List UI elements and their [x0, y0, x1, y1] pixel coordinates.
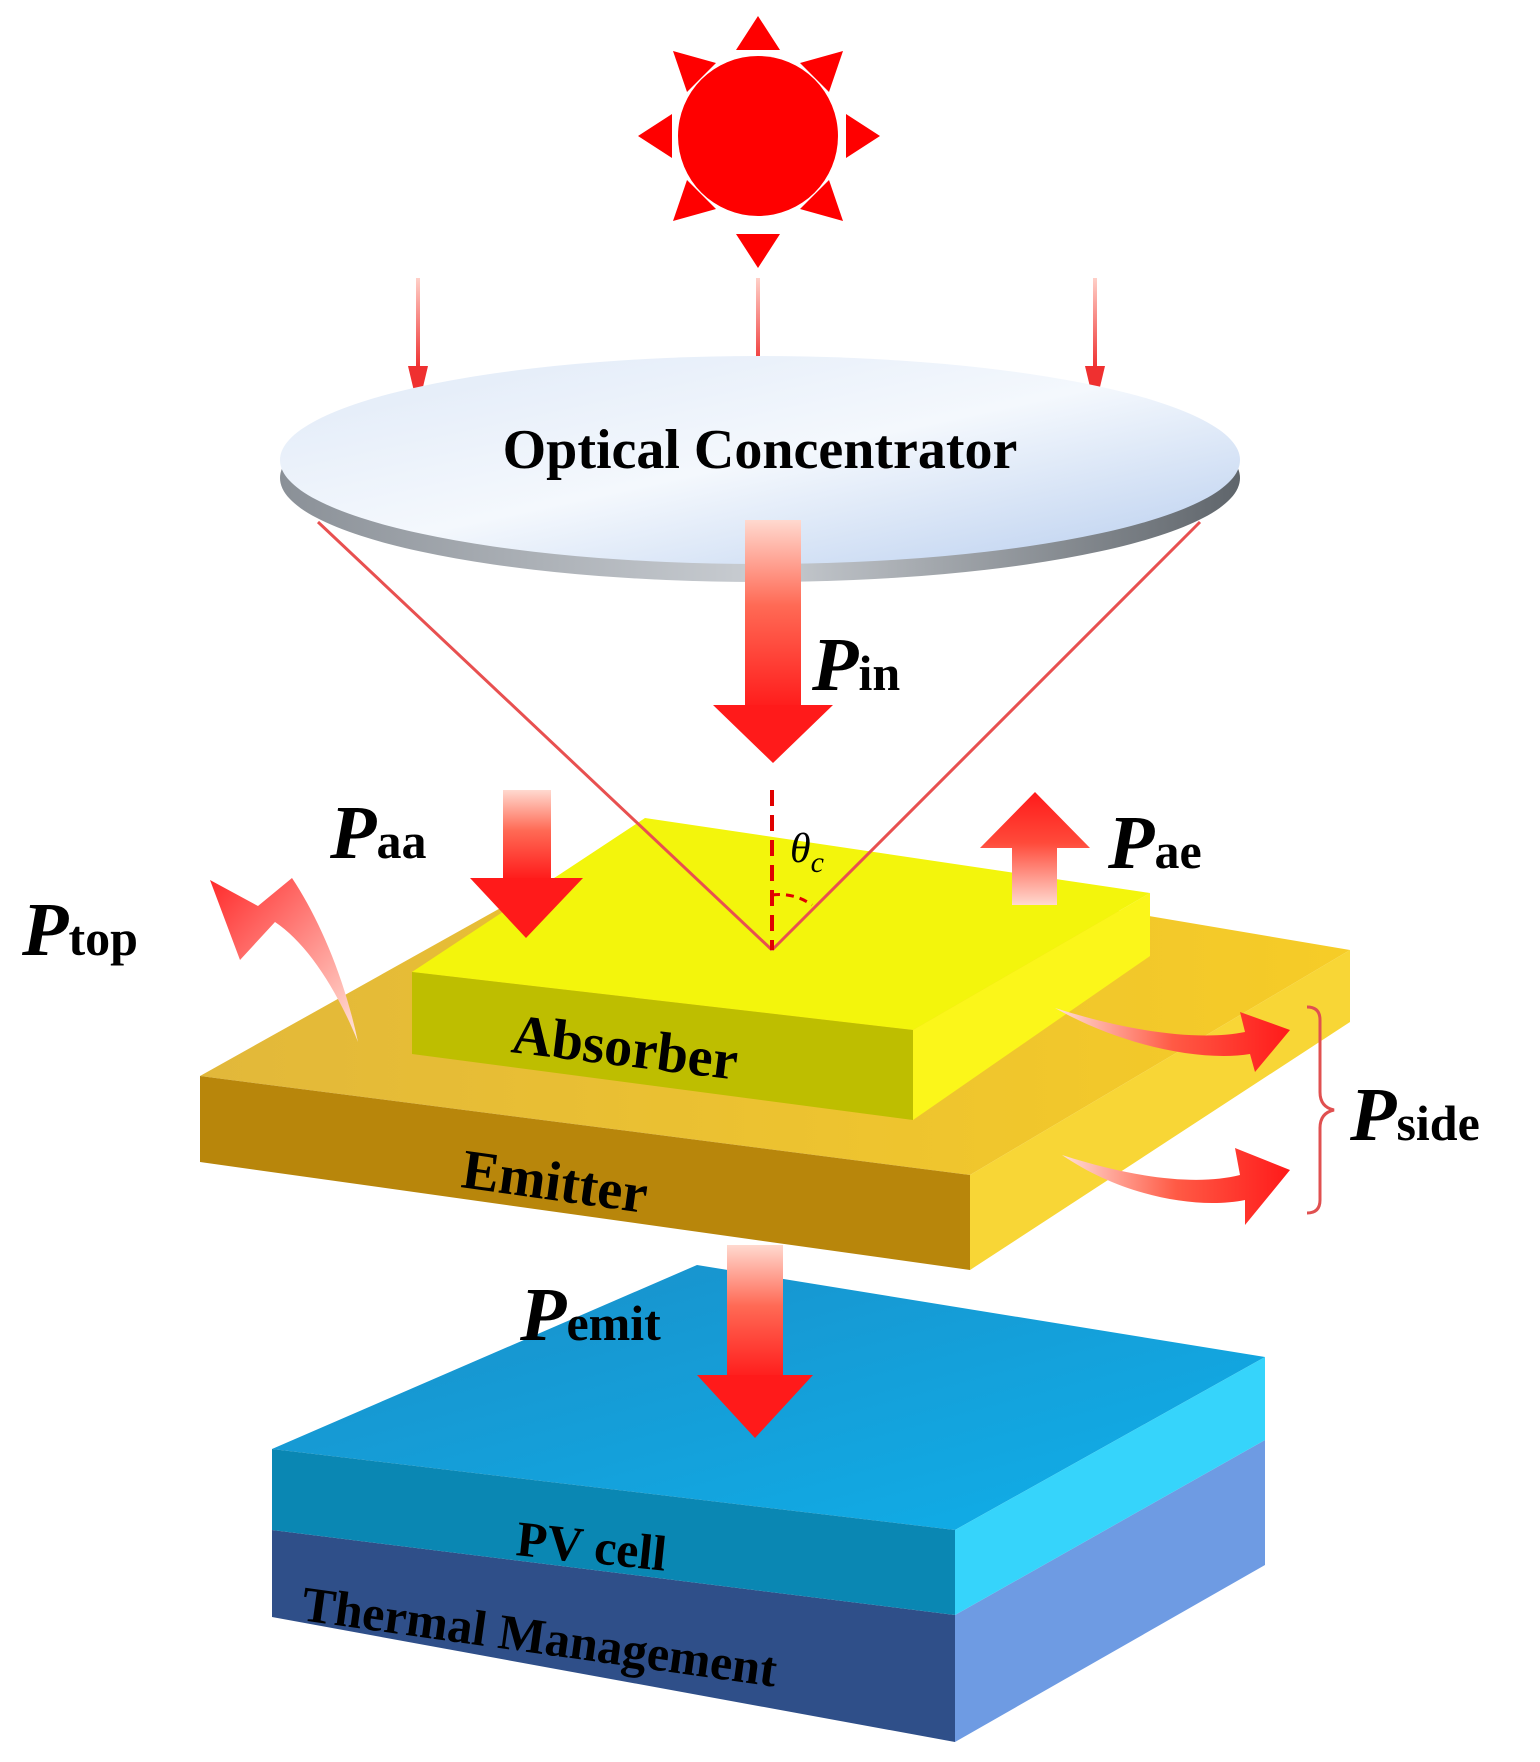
p-top-arrow	[210, 878, 358, 1042]
sun-icon	[638, 16, 880, 268]
concentrator-label: Optical Concentrator	[503, 419, 1018, 481]
p-side-arrow-lower	[1062, 1148, 1290, 1225]
p-aa-arrow	[470, 790, 583, 938]
p-top-label: Ptop	[21, 888, 138, 972]
theta-c-label: θc	[790, 826, 824, 879]
optical-concentrator	[280, 356, 1240, 582]
p-aa-label: Paa	[329, 791, 426, 875]
p-in-label: Pin	[811, 623, 900, 707]
normal-line	[770, 790, 813, 950]
p-side-label: Pside	[1349, 1073, 1480, 1157]
pv-stack	[272, 1265, 1265, 1742]
p-in-arrow	[713, 520, 833, 763]
absorber-block	[412, 818, 1150, 1120]
p-side-bracket	[1306, 1005, 1335, 1215]
p-emit-label: Pemit	[519, 1273, 661, 1357]
focused-rays	[316, 520, 1202, 952]
p-side-arrow-upper	[1055, 1008, 1290, 1072]
p-emit-arrow	[697, 1245, 813, 1438]
sun-ray-left	[408, 278, 428, 408]
p-ae-label: Pae	[1107, 801, 1202, 885]
p-ae-arrow	[980, 792, 1090, 905]
